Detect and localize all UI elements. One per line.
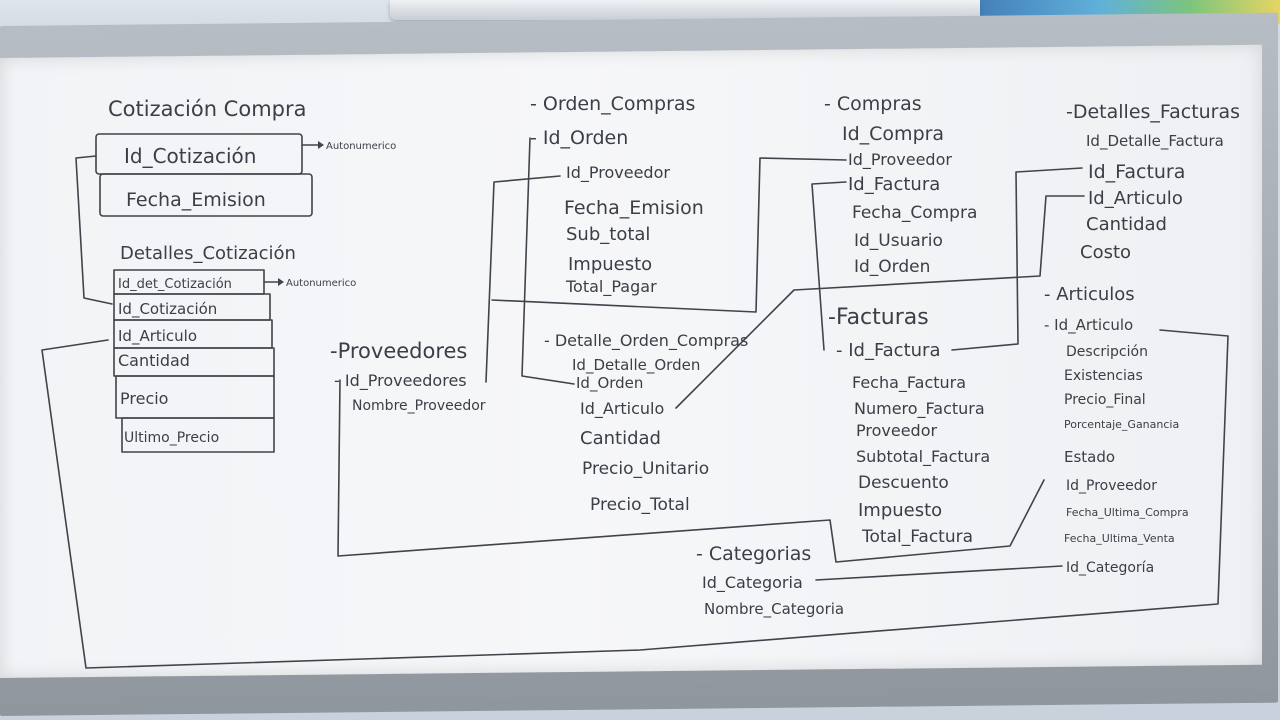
field-label: Id_Categoria xyxy=(702,573,803,593)
field-label: Precio_Unitario xyxy=(582,459,709,479)
field-label: Id_Categoría xyxy=(1066,560,1154,576)
field-label: Porcentaje_Ganancia xyxy=(1064,418,1179,431)
field-label: Descripción xyxy=(1066,344,1148,360)
note-label: Autonumerico xyxy=(326,141,396,152)
field-label: Id_Proveedor xyxy=(1066,478,1157,494)
arrowhead xyxy=(318,141,324,149)
field-label: Total_Factura xyxy=(861,527,973,547)
field-label: Id_Usuario xyxy=(854,231,943,251)
relation-proveedor-orden xyxy=(485,175,561,383)
entity-title: - Categorias xyxy=(696,543,811,565)
field-label: Proveedor xyxy=(856,421,937,440)
field-label: Cantidad xyxy=(1086,214,1167,235)
field-label: Id_Proveedor xyxy=(566,163,670,183)
relation-proveedor-articulo xyxy=(337,379,1045,563)
entity-title: - Compras xyxy=(824,93,922,115)
relation-factura-detalle xyxy=(951,167,1083,351)
relation-orden-detalle xyxy=(521,137,575,385)
note-label: Autonumerico xyxy=(286,278,356,289)
relation-cotizacion xyxy=(75,155,113,305)
relation-factura-compra xyxy=(811,181,847,351)
field-box xyxy=(99,173,313,217)
field-label: - Id_Orden xyxy=(530,127,628,149)
field-label: Cantidad xyxy=(118,351,190,370)
field-label: Costo xyxy=(1080,242,1131,263)
entity-title: Detalles_Cotización xyxy=(120,243,296,264)
field-label: Fecha_Ultima_Compra xyxy=(1066,506,1189,519)
field-label: Id_det_Cotización xyxy=(118,277,232,292)
field-label: - Id_Articulo xyxy=(1044,316,1133,335)
field-label: Impuesto xyxy=(858,500,942,521)
relationship-lines xyxy=(41,137,1229,669)
entity-detalles-facturas: -Detalles_Facturas Id_Detalle_Factura Id… xyxy=(1066,101,1240,263)
field-label: Descuento xyxy=(858,473,949,493)
arrowhead xyxy=(278,278,284,286)
field-label: Cantidad xyxy=(580,428,661,449)
field-label: Id_Cotización xyxy=(124,144,256,168)
field-label: Id_Articulo xyxy=(580,399,664,419)
entity-title: Cotización Compra xyxy=(108,97,307,121)
field-label: Estado xyxy=(1064,448,1115,466)
field-label: Id_Factura xyxy=(848,174,940,195)
projector-ledge xyxy=(390,0,980,20)
field-label: Id_Detalle_Factura xyxy=(1086,132,1224,151)
entity-detalles-cotizacion: Detalles_Cotización Id_det_Cotización Id… xyxy=(113,243,356,453)
entity-title: - Articulos xyxy=(1044,284,1135,305)
field-label: Id_Factura xyxy=(1088,161,1185,183)
entity-title: - Orden_Compras xyxy=(530,93,695,115)
relation-articulo-detalles xyxy=(675,195,1085,409)
entity-articulos: - Articulos - Id_Articulo Descripción Ex… xyxy=(1044,284,1189,576)
field-label: Id_Articulo xyxy=(1088,188,1183,209)
field-label: - Id_Factura xyxy=(836,340,940,361)
field-label: Ultimo_Precio xyxy=(124,430,219,446)
field-label: Id_Proveedor xyxy=(848,150,952,170)
entity-title: -Detalles_Facturas xyxy=(1066,101,1240,123)
entity-facturas: -Facturas - Id_Factura Fecha_Factura Num… xyxy=(828,305,990,547)
field-label: Id_Compra xyxy=(842,123,944,145)
field-label: Id_Articulo xyxy=(118,327,197,346)
entity-detalle-orden-compras: - Detalle_Orden_Compras Id_Detalle_Orden… xyxy=(544,331,748,515)
field-label: Sub_total xyxy=(566,224,650,245)
field-label: Impuesto xyxy=(568,254,652,275)
field-label: Precio xyxy=(120,389,168,408)
field-label: Precio_Total xyxy=(590,495,690,515)
field-label: - Id_Proveedores xyxy=(334,371,467,391)
field-label: Fecha_Ultima_Venta xyxy=(1064,532,1175,545)
field-label: Subtotal_Factura xyxy=(856,447,990,467)
entity-cotizacion-compra: Cotización Compra Id_Cotización Fecha_Em… xyxy=(95,97,396,217)
entity-compras: - Compras Id_Compra Id_Proveedor Id_Fact… xyxy=(824,93,977,277)
entity-proveedores: -Proveedores - Id_Proveedores Nombre_Pro… xyxy=(330,339,486,414)
field-label: Precio_Final xyxy=(1064,392,1146,408)
relation-articulo-cotizacion xyxy=(41,329,1229,669)
field-label: Id_Cotización xyxy=(118,300,217,319)
field-label: Existencias xyxy=(1064,368,1143,384)
field-label: Fecha_Emision xyxy=(564,197,704,219)
entity-categorias: - Categorias Id_Categoria Nombre_Categor… xyxy=(696,543,844,619)
entity-title: -Proveedores xyxy=(330,339,467,363)
field-label: Total_Pagar xyxy=(565,277,657,297)
relation-categoria-articulo xyxy=(815,565,1063,581)
field-label: Fecha_Factura xyxy=(852,373,966,393)
relation-proveedor-compra xyxy=(491,157,847,313)
entity-orden-compras: - Orden_Compras - Id_Orden Id_Proveedor … xyxy=(530,93,704,297)
field-label: Id_Orden xyxy=(854,257,930,277)
field-label: Nombre_Proveedor xyxy=(352,398,486,414)
entity-title: - Detalle_Orden_Compras xyxy=(544,331,748,351)
field-label: Fecha_Emision xyxy=(126,189,266,211)
entity-title: -Facturas xyxy=(828,305,929,330)
field-label: Nombre_Categoria xyxy=(704,600,844,619)
field-box xyxy=(121,417,275,453)
field-label: Fecha_Compra xyxy=(852,203,977,223)
field-label: Numero_Factura xyxy=(854,399,985,419)
field-label: Id_Orden xyxy=(576,374,643,393)
field-label: Id_Detalle_Orden xyxy=(572,356,700,375)
